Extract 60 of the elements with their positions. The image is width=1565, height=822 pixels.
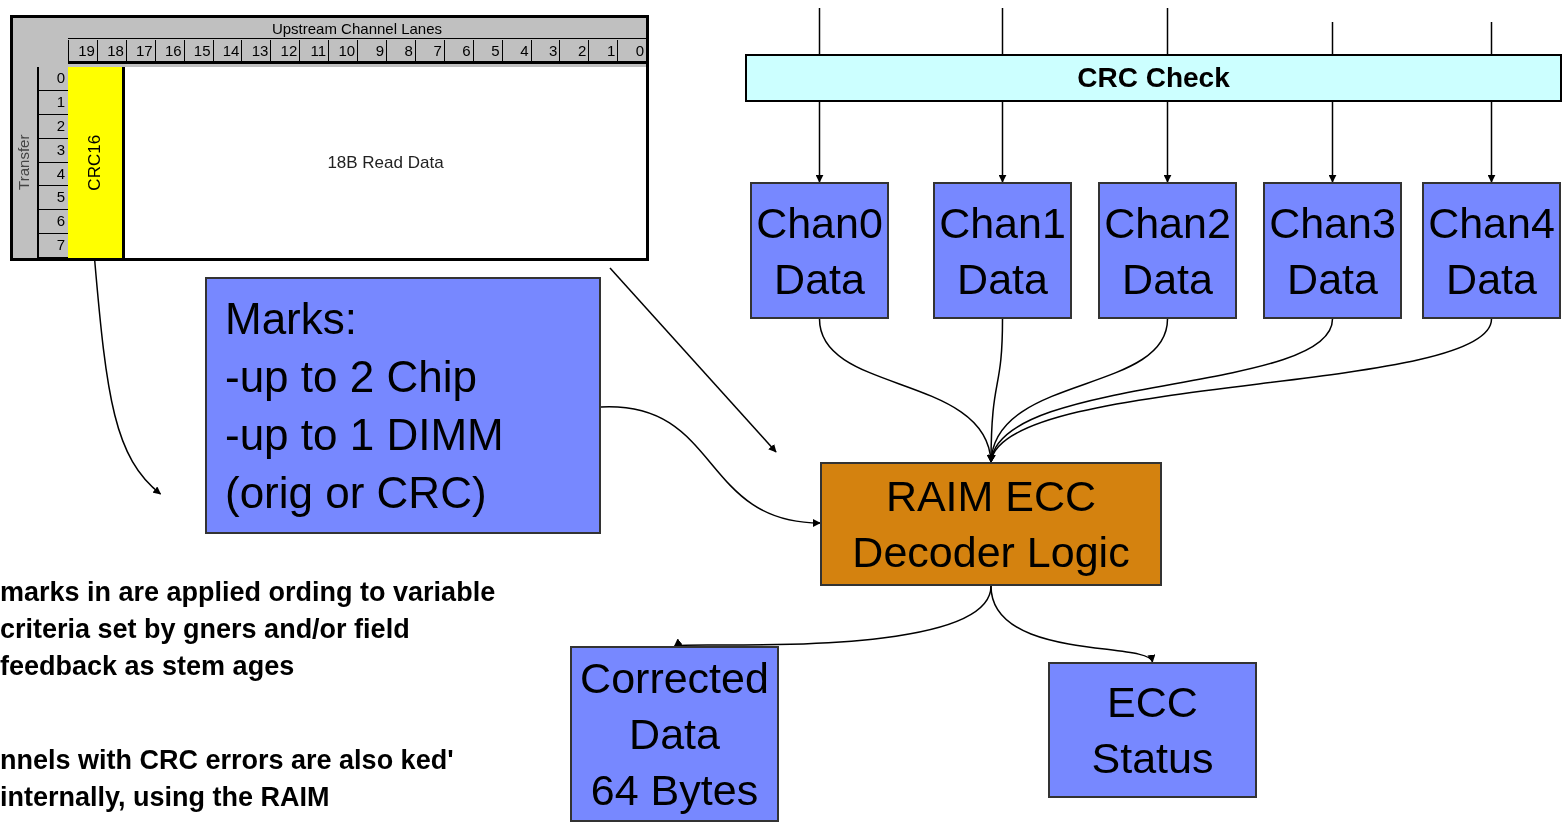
node-label: CRC Check <box>1077 62 1230 93</box>
node-label: Chan3 Data <box>1269 198 1396 303</box>
lane-number: 8 <box>385 40 415 61</box>
arrow <box>998 101 1007 183</box>
lane-number: 12 <box>270 40 300 61</box>
lane-number: 7 <box>414 40 444 61</box>
data-box <box>1263 182 1402 319</box>
node-label: Corrected Data <box>580 654 769 758</box>
lane-number: 4 <box>501 40 531 61</box>
node-label: Chan2 Data <box>1104 198 1231 303</box>
data-box <box>1048 662 1257 798</box>
arrow <box>988 318 1169 463</box>
node-label: RAIM ECC Decoder Logic <box>852 472 1130 576</box>
arrow <box>1328 101 1337 183</box>
lane-number: 11 <box>299 40 329 61</box>
data-box <box>1422 182 1561 319</box>
note-box <box>205 277 601 534</box>
data-box <box>750 182 889 319</box>
lane-number: 13 <box>241 40 271 61</box>
arrow <box>990 318 1493 463</box>
lane-number: 5 <box>472 40 502 61</box>
node-label: Chan4 Data <box>1428 198 1555 303</box>
lane-number: 6 <box>443 40 473 61</box>
process-box <box>745 54 1562 102</box>
lane-number: 10 <box>328 40 358 61</box>
node-label: CRC16 <box>85 134 105 191</box>
process-box <box>820 462 1162 586</box>
node-label: ECC Status <box>1091 678 1214 782</box>
crc-column <box>68 67 125 258</box>
note-text: marks in are applied ording to variable criteria set by gners and/or field feedback as stem ages <box>0 576 497 683</box>
node-label: -up to 2 Chip <box>225 351 477 401</box>
lane-number: 0 <box>617 40 647 61</box>
arrow <box>1487 101 1496 183</box>
data-box <box>933 182 1072 319</box>
data-box <box>570 646 779 822</box>
arrow <box>1163 101 1172 183</box>
node-label: Chan0 Data <box>756 198 883 303</box>
note-text: nnels with CRC errors are also ked' internally, using the RAIM <box>0 744 455 814</box>
lane-number: 17 <box>125 40 155 61</box>
axis-label: Transfer <box>14 134 34 191</box>
node-label: 18B Read Data <box>327 152 444 172</box>
lane-number: 3 <box>530 40 560 61</box>
data-box <box>1098 182 1237 319</box>
lane-number: 15 <box>183 40 213 61</box>
arrow <box>815 101 824 183</box>
lane-number: 9 <box>357 40 386 61</box>
lane-number: 16 <box>154 40 184 61</box>
node-label: 64 Bytes <box>590 766 759 814</box>
node-label: (orig or CRC) <box>225 467 487 517</box>
lane-number: 2 <box>559 40 589 61</box>
lane-number: 14 <box>212 40 242 61</box>
lane-number: 18 <box>96 40 126 61</box>
arrow <box>990 585 1154 663</box>
data-region <box>125 67 646 258</box>
node-label: Chan1 Data <box>939 198 1066 303</box>
node-label: Marks: <box>225 293 357 343</box>
arrow <box>600 406 821 527</box>
node-label: -up to 1 DIMM <box>225 409 504 459</box>
lane-number: 19 <box>68 40 97 61</box>
lane-number: 1 <box>588 40 618 61</box>
